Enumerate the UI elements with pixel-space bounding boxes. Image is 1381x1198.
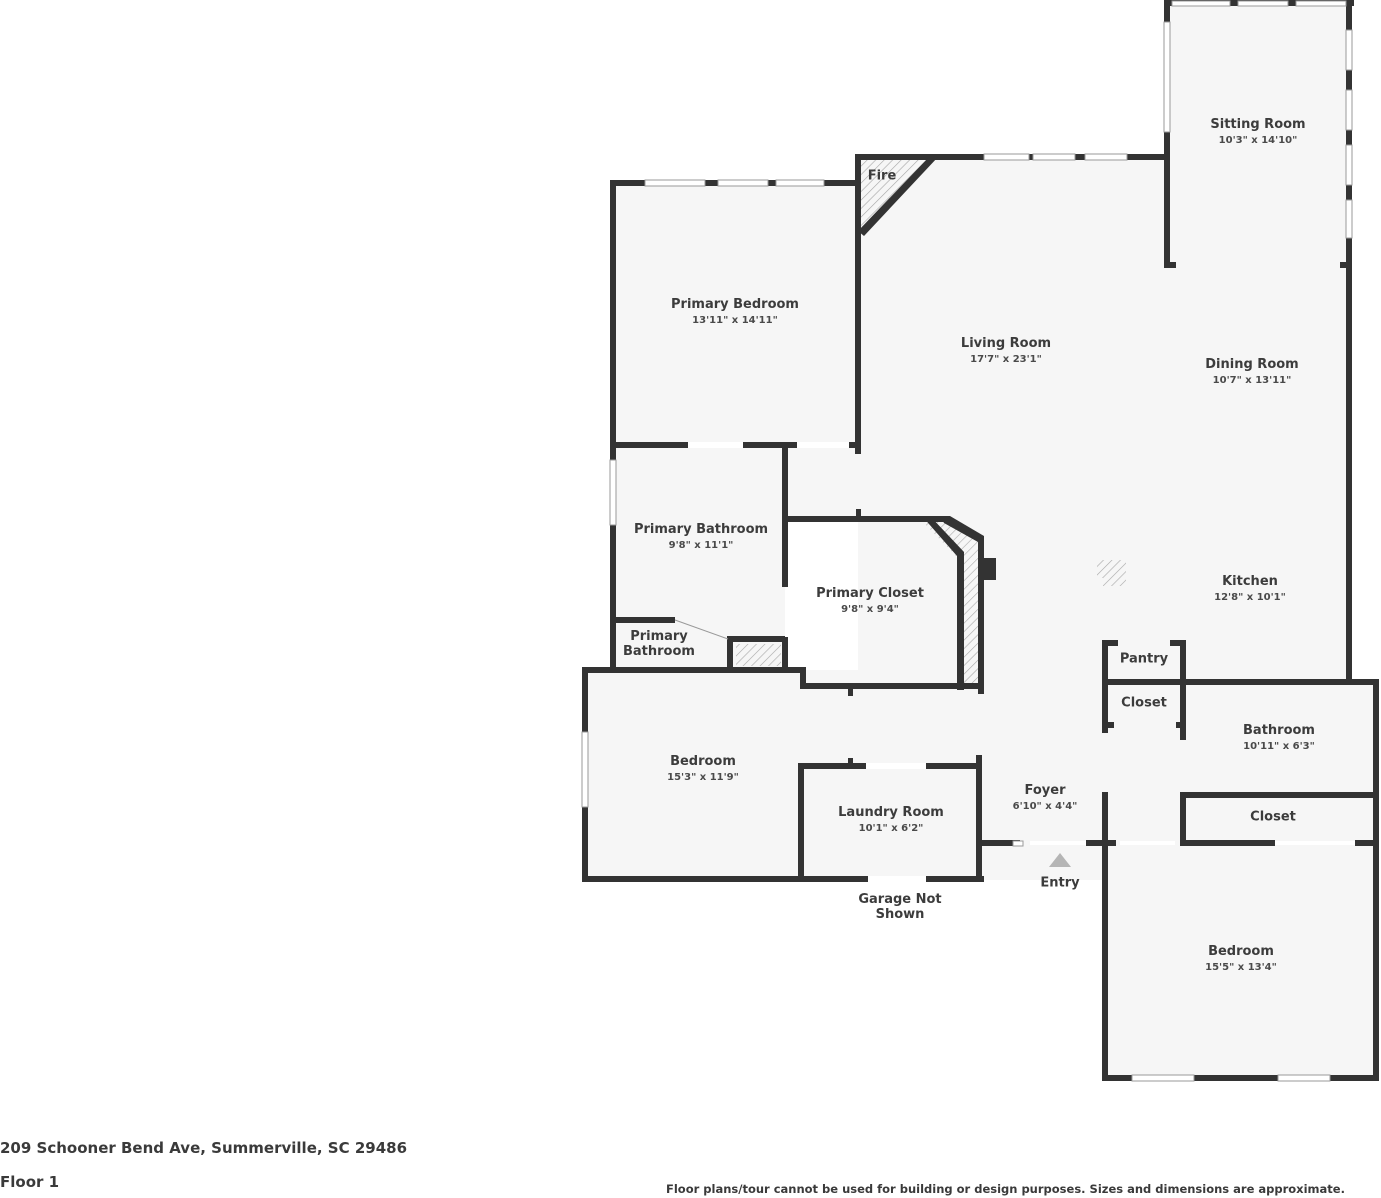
- windows: [581, 0, 1353, 1082]
- room-label-primary-bathroom-2: Primary Bathroom: [623, 629, 695, 659]
- room-label-closet: Closet: [1121, 695, 1167, 711]
- room-label-pantry: Pantry: [1119, 651, 1169, 667]
- floor-label: Floor 1: [0, 1173, 60, 1191]
- room-label-closet-2: Closet: [1250, 809, 1296, 825]
- entry-arrow-icon: [1049, 853, 1071, 867]
- doors: [674, 442, 1355, 882]
- floor-areas: [585, 3, 1377, 1077]
- property-address: 209 Schooner Bend Ave, Summerville, SC 2…: [0, 1139, 408, 1157]
- entry-label: Entry: [1040, 875, 1080, 891]
- fireplace-label: Fire: [867, 168, 897, 184]
- disclaimer: Floor plans/tour cannot be used for buil…: [666, 1182, 1345, 1196]
